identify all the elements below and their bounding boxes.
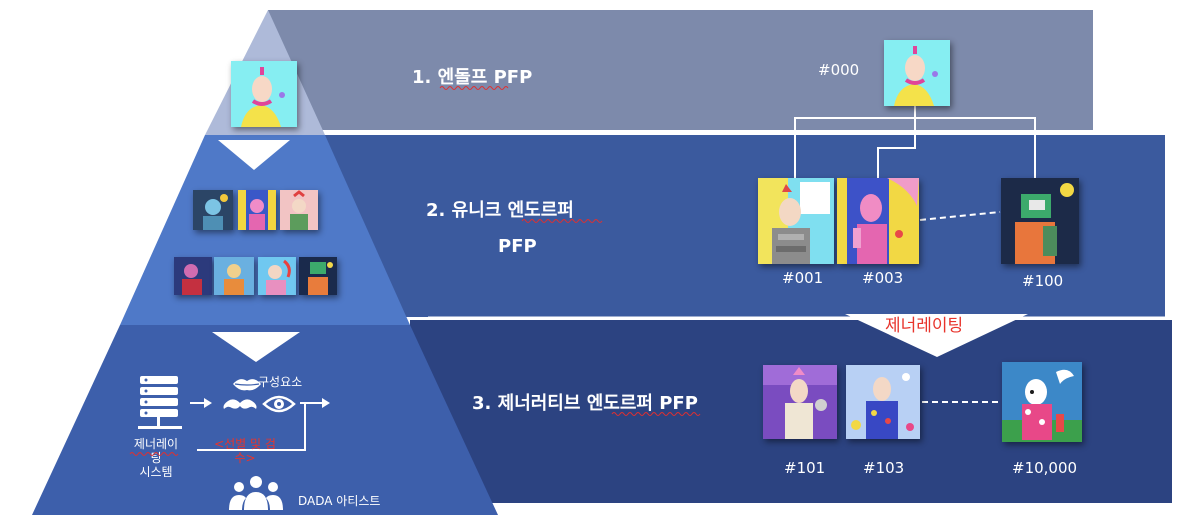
selection-label: <선별 및 검 수> [214, 437, 276, 465]
token-001: #001 [782, 269, 824, 287]
token-100: #100 [1022, 272, 1064, 290]
mini-art-2 [238, 190, 276, 230]
token-103: #103 [863, 459, 905, 477]
token-10000: #10,000 [1012, 459, 1078, 477]
tier1-title: 1. 엔돌프 PFP [412, 67, 533, 88]
server-icon [138, 376, 182, 429]
tier2-title-line1: 2. 유니크 엔도르퍼 [426, 200, 574, 221]
artist-label: DADA 아티스트 [298, 494, 381, 508]
nft-art-10000 [1002, 362, 1082, 442]
mini-art-6 [258, 257, 296, 295]
components-label: 구성요소 [258, 375, 303, 389]
tier2-band [325, 135, 1165, 317]
eye-icon [262, 395, 296, 413]
mini-art-7 [299, 257, 337, 295]
nft-art-003 [837, 178, 919, 264]
mini-art-5 [214, 257, 254, 295]
lips-icon [233, 379, 261, 391]
down-arrow-2 [212, 332, 300, 362]
character-art-pyramid-top [231, 61, 297, 127]
tier3-title: 3. 제너러티브 엔도르퍼 PFP [472, 393, 698, 414]
nft-art-100 [1001, 178, 1079, 264]
token-000: #000 [818, 61, 860, 79]
token-101: #101 [784, 459, 826, 477]
tier1-band [268, 10, 1093, 130]
down-arrow-1 [218, 140, 290, 170]
nft-art-101 [763, 365, 837, 439]
generating-label: 제너레이팅 [885, 316, 964, 336]
nft-art-103 [846, 365, 920, 439]
nft-art-001 [758, 178, 834, 264]
generating-arrow [845, 314, 1028, 357]
token-003: #003 [862, 269, 904, 287]
tier2-title-line2: PFP [498, 236, 537, 257]
mini-art-3 [280, 190, 318, 230]
people-icon [229, 476, 283, 510]
mini-art-4 [174, 257, 212, 295]
pyramid-bottom [32, 325, 498, 515]
system-label: 제너레이 팅 시스템 [133, 437, 179, 479]
mustache-icon [223, 399, 257, 409]
mini-art-1 [193, 190, 233, 230]
nft-art-000 [884, 40, 950, 106]
